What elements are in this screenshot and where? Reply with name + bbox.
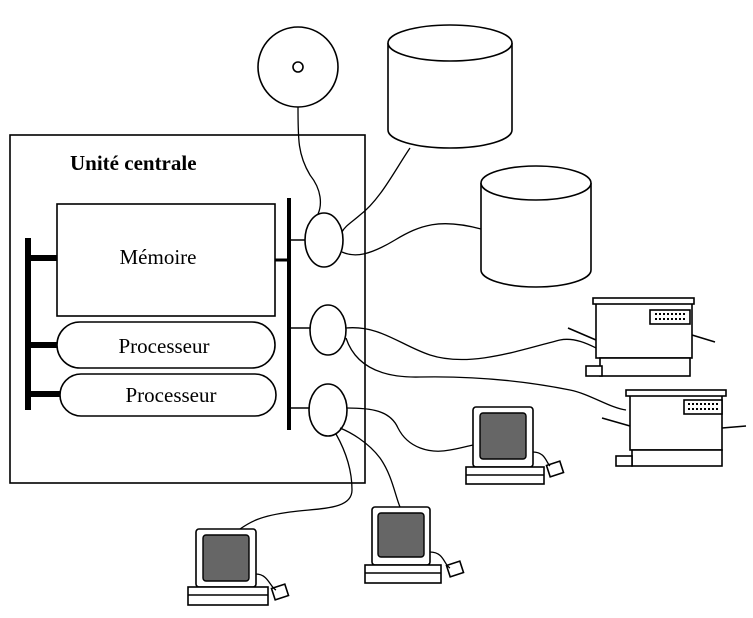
io-controller-2-icon <box>309 304 347 356</box>
cylinder-storage-1-icon <box>387 24 513 149</box>
processor-1-label: Processeur <box>119 334 210 358</box>
central-unit-label: Unité centrale <box>70 151 197 175</box>
terminal-1-icon <box>465 406 565 485</box>
disk-icon <box>257 26 339 108</box>
left-bus <box>25 238 60 410</box>
right-bus <box>275 198 310 430</box>
cylinder-storage-2-icon <box>480 165 592 288</box>
printer-1-icon <box>567 297 716 377</box>
processor-2-label: Processeur <box>126 383 217 407</box>
io-controller-1-icon <box>304 212 344 268</box>
memory-label: Mémoire <box>120 245 197 269</box>
io-controller-3-icon <box>308 383 348 437</box>
connection-wires <box>239 106 627 530</box>
central-unit-box <box>9 134 366 484</box>
terminal-2-icon <box>364 506 465 584</box>
memory-box <box>56 203 276 317</box>
printer-2-icon <box>601 389 747 467</box>
terminal-3-icon <box>187 528 290 606</box>
